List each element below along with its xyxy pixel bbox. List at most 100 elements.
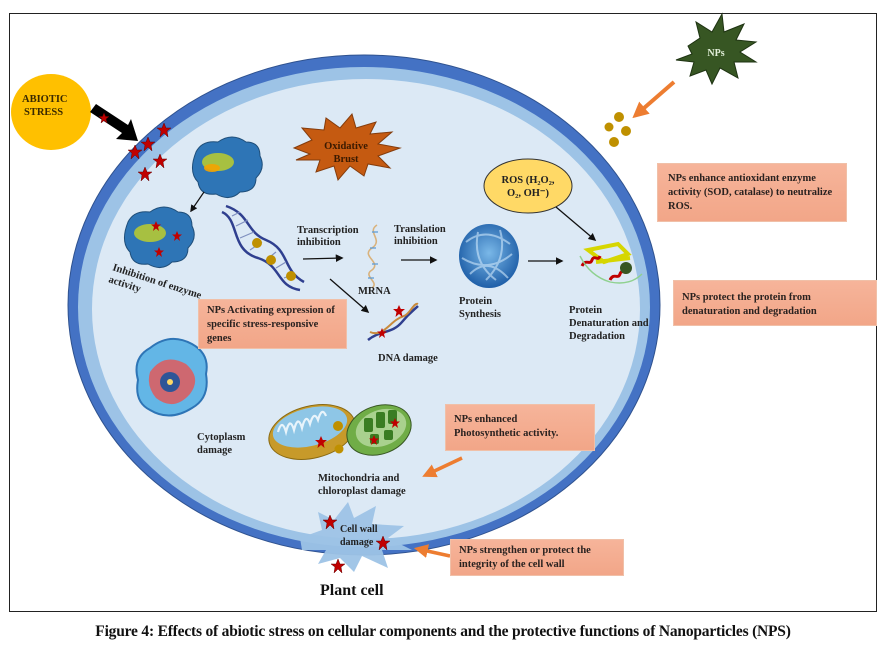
ros-label: ROS (H₂O₂, <box>502 175 555 186</box>
nps-entry-arrow <box>632 80 676 119</box>
photosynthetic-arrow <box>422 456 463 478</box>
plant-cell-label: Plant cell <box>320 582 384 599</box>
damage-star-icon <box>315 436 327 448</box>
figure-caption: Figure 4: Effects of abiotic stress on c… <box>95 623 791 640</box>
cell-wall-protect-arrow <box>413 544 451 558</box>
transcription-arrow <box>302 254 344 263</box>
mitochondrion-cristae <box>276 410 328 437</box>
damage-star-icon <box>151 221 161 231</box>
cell-wall-damage: Cell wall damage <box>300 502 412 574</box>
damage-star-icon <box>375 535 391 551</box>
nanoparticle-icon <box>609 137 619 147</box>
translation-label: inhibition <box>394 236 438 247</box>
enzyme-normal <box>192 136 263 198</box>
box-antioxidant: NPs enhance antioxidant enzyme activity … <box>657 163 847 222</box>
damage-star-icon <box>152 153 168 169</box>
burst-icon <box>292 112 402 182</box>
mrna-label: MRNA <box>358 286 391 297</box>
damage-star-icon <box>154 247 164 257</box>
nanoparticle-icon <box>620 262 632 274</box>
abiotic-stress: ABIOTIC STRESS <box>11 74 138 150</box>
transcription-label: Transcription <box>297 225 359 236</box>
nps-burst-icon <box>675 12 758 86</box>
mrna-strand-icon <box>367 224 378 289</box>
box-protein-protection: NPs protect the protein from denaturatio… <box>673 280 877 326</box>
oxidative-burst-label: Oxidative <box>324 141 368 152</box>
damage-star-icon <box>127 144 143 160</box>
damage-star-icon <box>156 122 172 138</box>
protein-helix <box>580 255 602 267</box>
dna-strand <box>367 305 419 341</box>
protein-denaturation-label: Protein <box>569 305 602 316</box>
cytoplasm-organelle <box>135 337 208 417</box>
damage-star-icon <box>390 418 400 428</box>
nanoparticle-icon <box>286 271 296 281</box>
protein-coil <box>461 229 513 281</box>
enzyme-active-site <box>134 224 166 242</box>
protein-loop <box>579 255 643 284</box>
nanoparticles-on-dna <box>252 238 296 281</box>
nanoparticle-icon <box>334 444 344 454</box>
enzyme-inhibited <box>124 206 195 268</box>
nanoparticle-icon <box>621 126 631 136</box>
enzyme-active-site <box>204 164 220 172</box>
damage-star-icon <box>393 305 405 317</box>
nanoparticle-icon <box>333 421 343 431</box>
mitochondria-damage-label: chloroplast damage <box>318 486 406 497</box>
damage-star-icon <box>137 166 153 182</box>
protein-denaturation-label: Denaturation and <box>569 318 649 329</box>
abiotic-stress-label: ABIOTIC <box>22 94 68 105</box>
dna-helix <box>221 204 305 292</box>
enzyme-arrow <box>190 191 205 213</box>
cell-wall-damage-label: damage <box>340 537 374 548</box>
protein-synthesis-label: Synthesis <box>459 309 501 320</box>
dna-strand <box>221 210 301 292</box>
mitochondrion <box>268 404 356 460</box>
free-nanoparticles <box>604 112 631 147</box>
damage-star-icon <box>322 514 338 530</box>
damage-star-icon <box>98 112 110 124</box>
box-cell-wall-protection: NPs strengthen or protect the integrity … <box>450 539 624 576</box>
box-gene-expression: NPs Activating expression of specific st… <box>198 299 347 349</box>
dna-damage-label: DNA damage <box>378 353 438 364</box>
oxidative-burst: Oxidative Brust <box>292 112 402 182</box>
damage-star-icon <box>330 558 346 574</box>
stress-arrow-icon <box>90 104 138 141</box>
cell-wall-damage-label: Cell wall <box>340 524 378 535</box>
oxidative-burst-label: Brust <box>333 154 359 165</box>
protein-synthesis <box>459 224 519 288</box>
damage-star-icon <box>377 328 387 338</box>
nps-label: NPs <box>707 48 724 59</box>
damage-stars <box>98 112 172 182</box>
nanoparticle-icon <box>614 112 624 122</box>
ros-bubble: ROS (H₂O₂, O₂, OH⁻) <box>483 158 573 214</box>
ros-arrow <box>555 206 597 242</box>
box-photosynthetic: NPs enhanced Photosynthetic activity. <box>445 404 595 451</box>
abiotic-stress-label: STRESS <box>24 107 63 118</box>
abiotic-stress-circle <box>11 74 91 150</box>
mrna-bases <box>368 231 378 279</box>
nucleolus <box>167 379 173 385</box>
chloroplast <box>346 404 412 456</box>
nanoparticle-icon <box>252 238 262 248</box>
dna-damage-arrow <box>329 278 370 314</box>
ros-label: O₂, OH⁻) <box>507 188 549 199</box>
cytoplasm-damage-label: Cytoplasm <box>197 432 246 443</box>
damage-star-icon <box>369 435 379 445</box>
damaged-dna <box>367 302 419 341</box>
nanoparticle-icon <box>604 122 614 132</box>
damage-star-icon <box>172 231 182 241</box>
denatured-protein <box>579 241 643 284</box>
dna-strand <box>225 204 305 284</box>
ros-ellipse <box>483 158 573 214</box>
protein-denaturation-label: Degradation <box>569 331 625 342</box>
protein-synthesis-label: Protein <box>459 296 492 307</box>
translation-label: Translation <box>394 224 446 235</box>
transcription-label: inhibition <box>297 237 341 248</box>
cytoplasm-damage-label: damage <box>197 445 232 456</box>
mitochondria-damage-label: Mitochondria and <box>318 473 400 484</box>
nanoparticle-icon <box>266 255 276 265</box>
nanoparticles-source: NPs <box>675 12 758 86</box>
damage-star-icon <box>140 136 156 152</box>
